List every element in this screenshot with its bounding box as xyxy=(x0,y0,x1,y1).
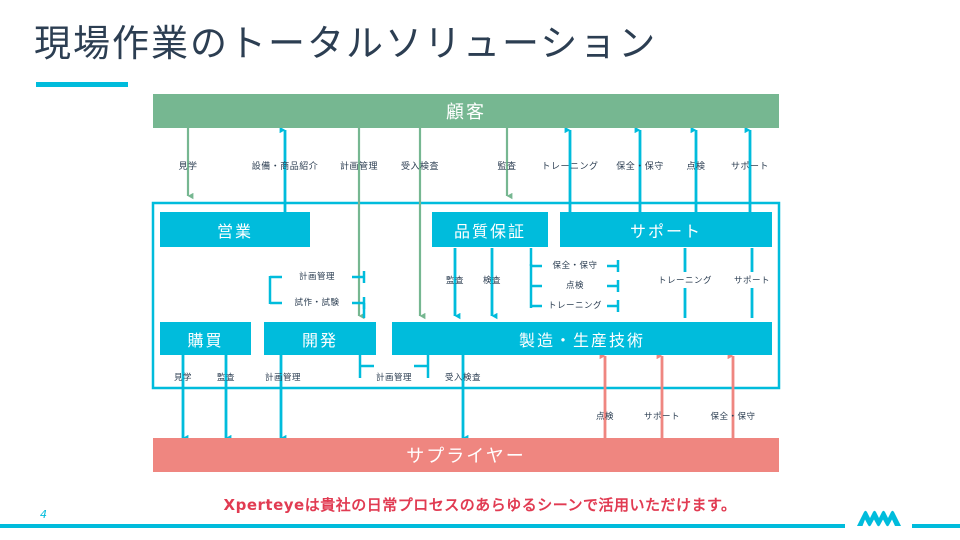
edge-label-mfg-0: 保全・保守 xyxy=(552,261,598,271)
node-support[interactable]: サポート xyxy=(560,212,772,247)
edge-label-top-6: 保全・保守 xyxy=(616,162,664,172)
edge-label-top-7: 点検 xyxy=(686,162,706,172)
edge-label-bot-0: 見学 xyxy=(173,373,193,383)
edge-label-sup-0: トレーニング xyxy=(657,276,713,286)
edge-label-sup-1: サポート xyxy=(733,276,771,286)
node-manufacturing[interactable]: 製造・生産技術 xyxy=(392,322,772,355)
node-supplier[interactable]: サプライヤー xyxy=(153,438,779,472)
footer-callout: Xperteyeは貴社の日常プロセスのあらゆるシーンで活用いただけます。 xyxy=(223,496,737,514)
edge-label-dev-1: 試作・試験 xyxy=(294,298,340,308)
edge-label-dev-0: 計画管理 xyxy=(298,272,336,282)
edge-label-sply-0: 点検 xyxy=(595,412,615,422)
edge-label-top-8: サポート xyxy=(730,162,770,172)
edge-label-bot-2: 計画管理 xyxy=(264,373,302,383)
edge-label-sply-2: 保全・保守 xyxy=(710,412,756,422)
node-development[interactable]: 開発 xyxy=(264,322,376,355)
edge-label-top-5: トレーニング xyxy=(541,162,599,172)
edge-label-qa-1: 検査 xyxy=(482,276,502,286)
node-customer[interactable]: 顧客 xyxy=(153,94,779,128)
edge-label-bot-1: 監査 xyxy=(216,373,236,383)
edge-label-sply-1: サポート xyxy=(643,412,681,422)
edge-label-top-2: 計画管理 xyxy=(339,162,379,172)
node-sales[interactable]: 営業 xyxy=(160,212,310,247)
edge-label-bot-4: 受入検査 xyxy=(444,373,482,383)
edge-label-top-4: 監査 xyxy=(497,162,517,172)
node-purchasing[interactable]: 購買 xyxy=(160,322,251,355)
edge-label-top-1: 設備・商品紹介 xyxy=(251,162,319,172)
edge-label-qa-0: 監査 xyxy=(445,276,465,286)
edge-label-bot-3: 計画管理 xyxy=(375,373,413,383)
edge-label-top-0: 見学 xyxy=(178,162,198,172)
page-number: 4 xyxy=(40,508,47,521)
brand-logo-icon xyxy=(857,510,901,527)
node-quality-assurance[interactable]: 品質保証 xyxy=(432,212,548,247)
page-title: 現場作業のトータルソリューション xyxy=(34,22,658,65)
footer-rule-left xyxy=(0,524,845,528)
title-underline xyxy=(36,82,128,87)
footer-rule-right xyxy=(912,524,960,528)
edge-label-top-3: 受入検査 xyxy=(400,162,440,172)
edge-label-mfg-2: トレーニング xyxy=(547,301,603,311)
edge-label-mfg-1: 点検 xyxy=(565,281,585,291)
